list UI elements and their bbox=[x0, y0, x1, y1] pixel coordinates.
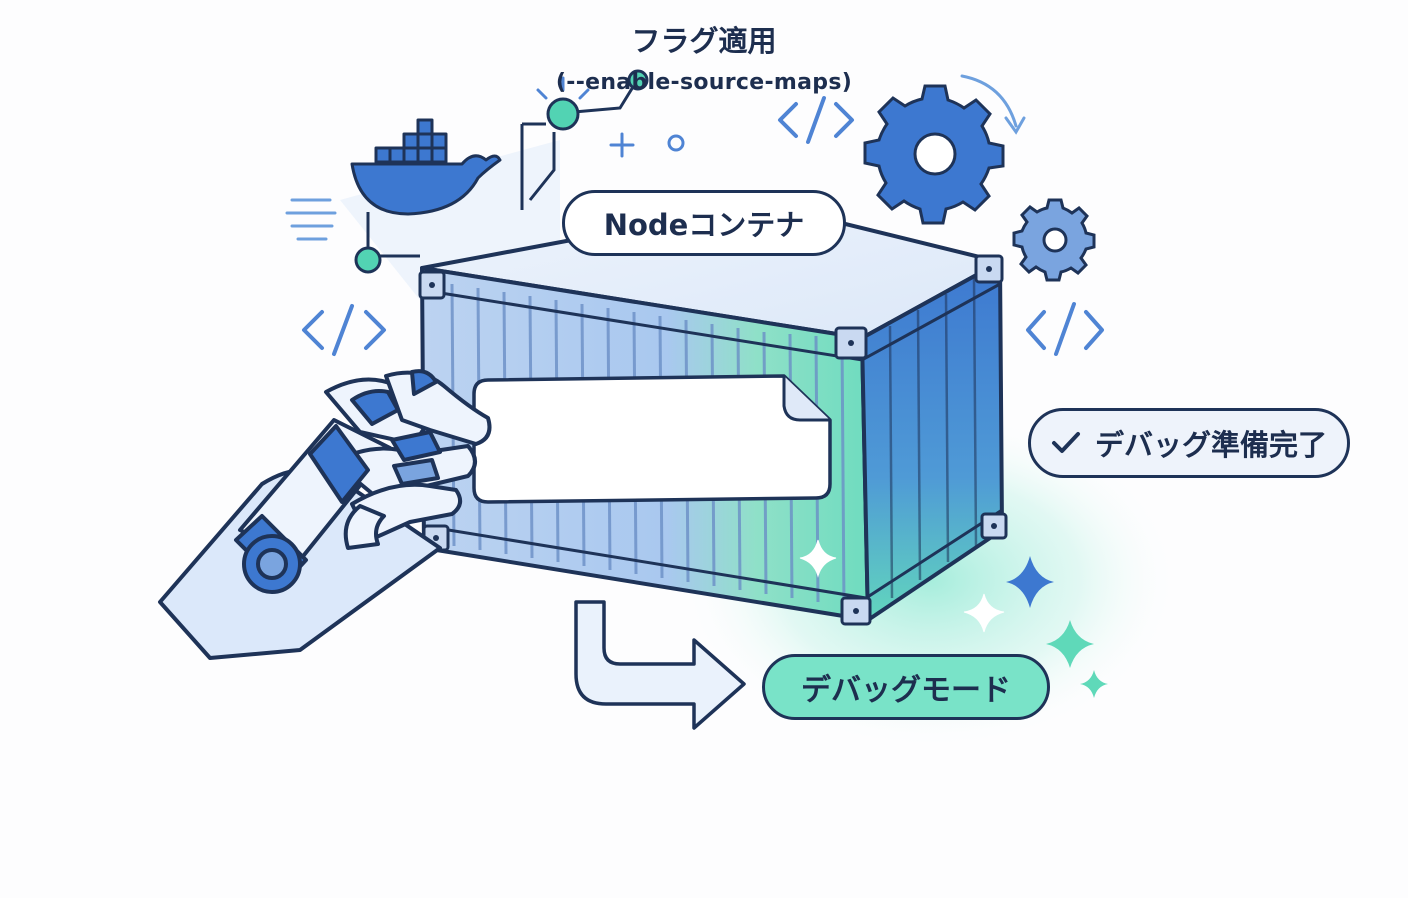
code-brackets-icon bbox=[778, 96, 854, 144]
flag-card bbox=[472, 374, 832, 504]
sparkle-icon bbox=[1006, 556, 1054, 608]
flag-detail: (--enable-source-maps) bbox=[555, 70, 853, 95]
network-graph-icon bbox=[520, 81, 638, 210]
node-container-label: Nodeコンテナ bbox=[562, 190, 846, 256]
flag-applied-label: フラグ適用 (--enable-source-maps) bbox=[0, 24, 852, 898]
code-brackets-icon bbox=[1026, 302, 1104, 356]
network-node bbox=[546, 97, 580, 131]
docker-whale-icon bbox=[350, 118, 502, 216]
debug-mode-label: デバッグモード bbox=[762, 654, 1050, 720]
rotate-arrow-icon bbox=[960, 74, 1026, 135]
debug-ready-text: デバッグ準備完了 bbox=[1094, 428, 1327, 462]
sparkle-icon bbox=[1046, 620, 1108, 698]
code-brackets-icon bbox=[302, 304, 386, 356]
container-rail bbox=[421, 282, 1001, 362]
checkmark-icon bbox=[1051, 432, 1080, 453]
docker-debug-illustration: Nodeコンテナ フラグ適用 (--enable-source-maps) デバ… bbox=[158, 24, 1350, 750]
gear-icon bbox=[1012, 198, 1096, 282]
speed-lines-icon bbox=[285, 198, 337, 241]
plus-icon bbox=[609, 132, 635, 158]
gear-icon bbox=[863, 84, 1005, 225]
robot-hand-icon bbox=[158, 369, 492, 660]
network-node bbox=[627, 69, 649, 91]
container-side-ribs bbox=[888, 277, 978, 599]
network-node bbox=[354, 246, 382, 274]
debug-ready-label: デバッグ準備完了 bbox=[1028, 408, 1350, 478]
illustration-canvas bbox=[158, 69, 1180, 750]
spark-rays bbox=[536, 76, 590, 100]
sparkle-icon bbox=[799, 539, 1005, 633]
flag-title: フラグ適用 bbox=[631, 24, 777, 58]
circle-dot bbox=[667, 134, 685, 152]
arrow-right-icon bbox=[574, 600, 746, 730]
